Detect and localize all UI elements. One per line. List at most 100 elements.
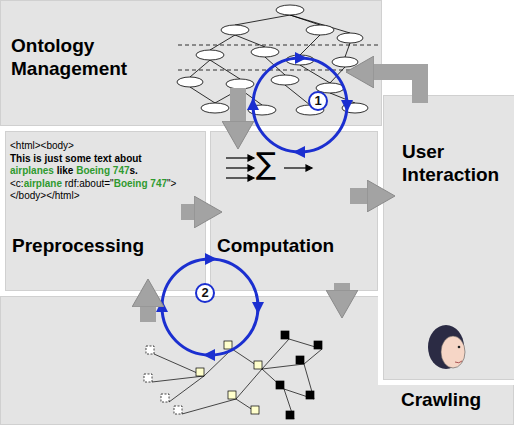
crawl-graph (254, 361, 262, 369)
crawl-graph (161, 394, 169, 402)
callout-number: 2 (201, 285, 208, 300)
flow-arrow (181, 204, 196, 220)
crawl-graph (306, 391, 314, 399)
ontology-graph (345, 43, 350, 57)
ontology-graph (271, 75, 299, 85)
loop-arrowhead (247, 98, 259, 110)
crawl-graph (169, 376, 204, 402)
crawl-graph (289, 339, 322, 349)
sum-symbol: ∑ (256, 146, 276, 181)
ontology-graph (210, 60, 240, 79)
markup-text: <html><body> (10, 140, 74, 151)
ontology-graph (332, 57, 358, 67)
crawl-graph (236, 399, 259, 414)
crawl-graph (262, 369, 284, 389)
loop-arrowhead (156, 52, 353, 361)
crawl-graph (262, 339, 289, 369)
sum-symbol: ∑ (256, 149, 276, 179)
crawl-graph (281, 331, 289, 339)
crawl-graph (296, 356, 304, 364)
crawl-graph (152, 376, 204, 382)
crawl-graph (154, 354, 204, 376)
markup-text: Boeing 747 (76, 165, 129, 176)
crawl-graph (232, 349, 262, 369)
component-panel: Preprocessing <html><body> This is just so… (5, 131, 206, 291)
crawl-graph (182, 399, 236, 414)
user-face (441, 336, 465, 368)
crawl-graph (304, 349, 322, 364)
crawl-graph (276, 331, 322, 419)
flow-arrow (334, 283, 350, 292)
text-holder: Crawling (401, 389, 481, 412)
markup-text: <c: (10, 178, 24, 189)
ontology-graph (221, 25, 249, 35)
crawl-graph (144, 374, 152, 382)
ontology-graph (276, 5, 304, 15)
ontology-graph (177, 5, 368, 115)
ontology-graph (210, 35, 235, 50)
crawl-graph (144, 346, 182, 414)
crawl-graph (224, 341, 232, 349)
markup-text: airplane (24, 178, 62, 189)
user-face (458, 346, 461, 349)
markup-text: s. (130, 165, 138, 176)
text-holder: Computation (217, 235, 334, 258)
text-holder: Ontology Management (11, 35, 186, 81)
panel-title: Preprocessing (12, 235, 144, 256)
crawl-graph (144, 331, 322, 419)
ontology-graph (235, 15, 290, 25)
crawl-graph (174, 406, 182, 414)
crawl-graph (146, 346, 154, 354)
markup-text: "> (167, 178, 176, 189)
panel-title: User Interaction (402, 141, 499, 185)
crawl-graph (276, 381, 284, 389)
loop-cycle (253, 58, 347, 152)
html-snippet: <html><body> This is just some text about… (10, 140, 202, 203)
ontology-graph (337, 33, 363, 43)
ontology-graph (300, 65, 330, 83)
sum-arrows (226, 167, 248, 168)
ontology-graph (178, 45, 378, 46)
ontology-graph (235, 35, 265, 47)
loop-arrowhead (295, 52, 307, 64)
sum-arrows (306, 165, 312, 171)
crawl-graph (314, 341, 322, 349)
callout-badge: 1 (308, 91, 328, 111)
panel-title: Ontology Management (11, 35, 127, 79)
flow-arrow (140, 305, 156, 322)
ontology-graph (300, 35, 320, 55)
ontology-graph (190, 60, 210, 77)
ontology-graph (226, 79, 254, 89)
flow-arrow (372, 72, 420, 103)
crawl-graph (286, 411, 294, 419)
text-holder: User Interaction (402, 141, 512, 187)
ontology-graph (201, 103, 229, 113)
crawl-graph (236, 369, 262, 399)
loop-arrowhead (205, 253, 217, 265)
sum-arrows (226, 157, 248, 158)
ontology-graph (177, 77, 203, 87)
loop-cycle (162, 259, 258, 355)
callout-badge: 2 (195, 283, 215, 303)
crawl-graph (284, 389, 294, 419)
sum-arrows (248, 155, 254, 161)
loop-arrowhead (203, 349, 215, 361)
crawl-graph (284, 389, 314, 399)
ontology-graph (178, 70, 378, 71)
sum-arrows (284, 167, 306, 168)
ontology-graph (190, 87, 215, 103)
text-holder: Preprocessing (12, 235, 144, 258)
markup-text: rdf:about=" (65, 178, 114, 189)
loop-arrowhead (341, 100, 353, 112)
markup-text: This is just some text about (10, 153, 142, 164)
crawl-graph (262, 364, 304, 369)
loop-arrowhead (293, 146, 305, 158)
sum-arrows (248, 165, 254, 171)
loop-cycle (162, 58, 347, 355)
callout-number: 1 (314, 93, 321, 108)
user-face (455, 361, 462, 363)
crawl-graph (228, 391, 236, 399)
markup-text: Boeing 747 (114, 178, 167, 189)
crawl-graph (304, 364, 314, 399)
ontology-graph (306, 25, 334, 35)
